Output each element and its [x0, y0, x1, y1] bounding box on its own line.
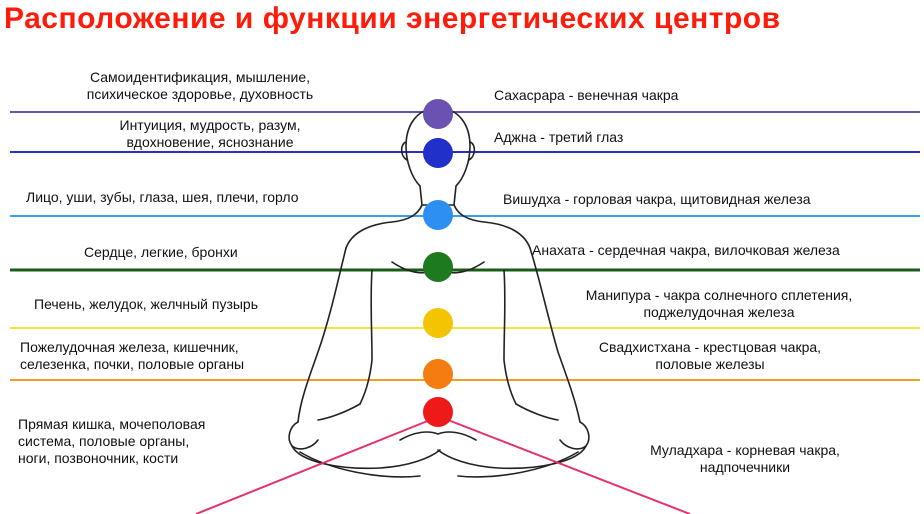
- anahata-chakra-circle: [423, 252, 453, 282]
- vishuddha-name-label: Вишудха - горловая чакра, щитовидная жел…: [503, 191, 811, 207]
- diagram-title: Расположение и функции энергетических це…: [4, 2, 781, 35]
- sahasrara-chakra-circle: [423, 99, 453, 129]
- sahasrara-name-label: Сахасрара - венечная чакра: [494, 87, 679, 103]
- ajna-name-label: Аджна - третий глаз: [494, 129, 624, 145]
- svadhisthana-chakra-circle: [423, 359, 453, 389]
- root-pointer-left: [195, 419, 431, 514]
- muladhara-name-label: Муладхара - корневая чакра,надпочечники: [650, 442, 840, 475]
- svadhisthana-functions-label: Пожелудочная железа, кишечник,селезенка,…: [20, 339, 245, 372]
- svadhisthana-name-label: Свадхистхана - крестцовая чакра,половые …: [598, 339, 822, 372]
- sahasrara-functions-label: Самоидентификация, мышление,психическое …: [86, 69, 314, 102]
- manipura-chakra-circle: [423, 308, 453, 338]
- muladhara-chakra-circle: [423, 397, 453, 427]
- vishuddha-functions-label: Лицо, уши, зубы, глаза, шея, плечи, горл…: [26, 189, 299, 205]
- manipura-name-label: Манипура - чакра солнечного сплетения,по…: [585, 287, 853, 320]
- ajna-chakra-circle: [423, 138, 453, 168]
- anahata-functions-label: Сердце, легкие, бронхи: [84, 244, 238, 260]
- anahata-name-label: Анахата - сердечная чакра, вилочковая же…: [532, 242, 840, 258]
- meditating-figure: [288, 107, 590, 478]
- ajna-functions-label: Интуиция, мудрость, разум,вдохновение, я…: [119, 117, 301, 150]
- vishuddha-chakra-circle: [423, 200, 453, 230]
- manipura-functions-label: Печень, желудок, желчный пузырь: [34, 296, 259, 312]
- root-pointer-right: [447, 419, 691, 514]
